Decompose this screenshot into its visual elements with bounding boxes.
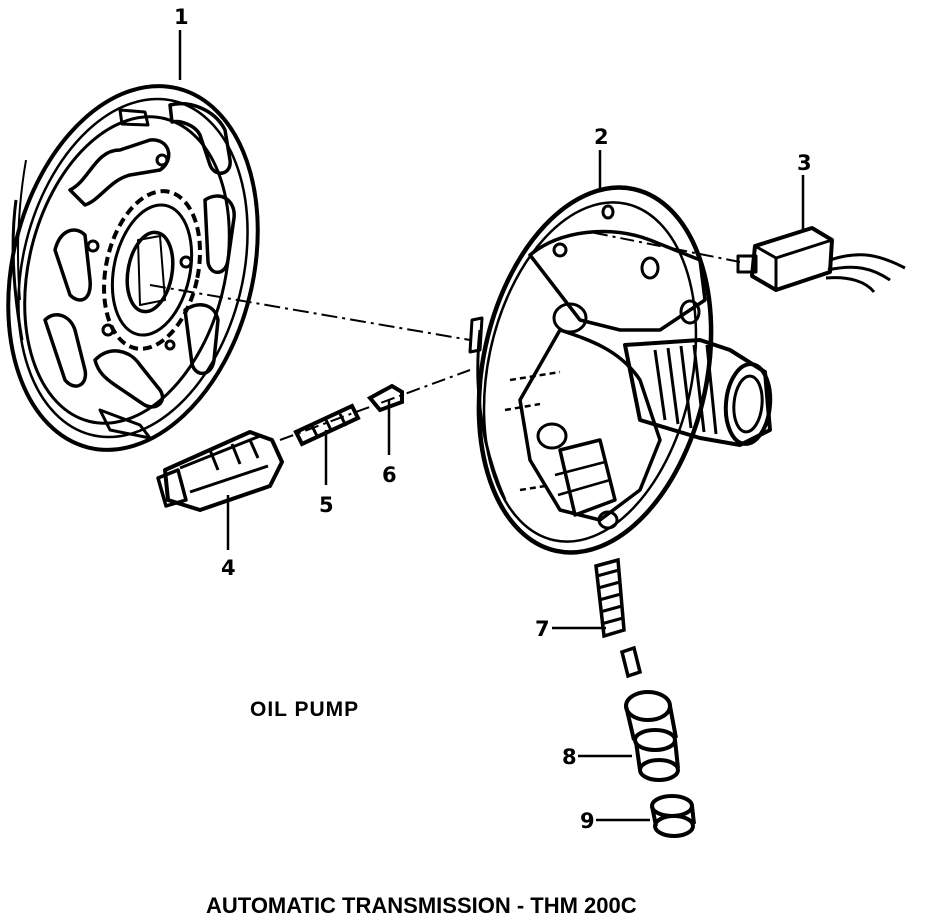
callout-labels: 1 2 3 4 5 6 7 8 9 — [174, 5, 812, 833]
callout-7: 7 — [535, 617, 550, 641]
callout-9: 9 — [580, 809, 595, 833]
callout-1: 1 — [174, 5, 189, 29]
part-5-valve — [293, 403, 361, 447]
part-2-pump-body — [468, 185, 773, 555]
callout-2: 2 — [594, 125, 609, 149]
callout-5: 5 — [319, 493, 334, 517]
part-3-solenoid — [736, 226, 906, 294]
part-9-plug — [650, 794, 696, 838]
callout-8: 8 — [562, 745, 577, 769]
pin — [619, 645, 643, 679]
callout-leaders — [178, 30, 805, 822]
callout-3: 3 — [797, 151, 812, 175]
part-7-spring — [594, 557, 626, 639]
callout-6: 6 — [382, 463, 397, 487]
centerline — [149, 284, 471, 341]
part-6-valve-plug — [366, 383, 404, 413]
part-4-regulator-valve — [156, 430, 284, 512]
section-label: OIL PUMP — [250, 698, 359, 721]
leader-3 — [589, 231, 741, 263]
part-8-boost-valve — [624, 690, 680, 782]
footer-title: AUTOMATIC TRANSMISSION - THM 200C — [206, 893, 637, 918]
part-1-pump-cover-plate — [6, 84, 260, 452]
callout-4: 4 — [221, 556, 236, 580]
